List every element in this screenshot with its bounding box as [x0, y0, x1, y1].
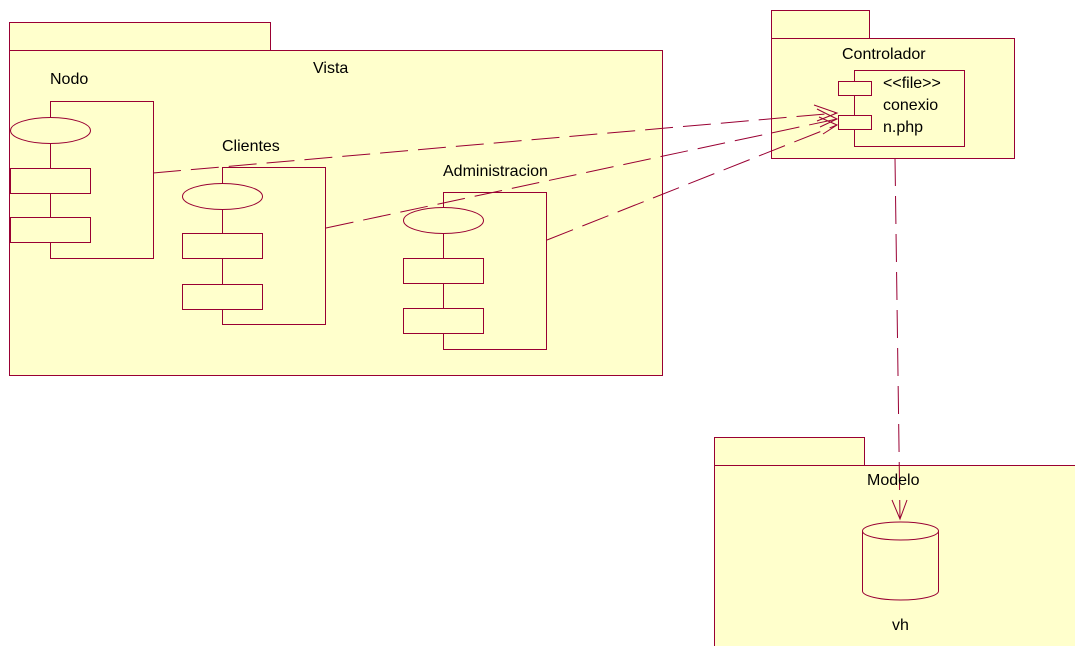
package-vista-tab	[9, 22, 271, 51]
component-clientes-port-2	[182, 284, 263, 310]
component-clientes-port-1	[182, 233, 263, 259]
component-administracion-ellipse	[403, 207, 484, 234]
dependency-administracion-conexion	[546, 124, 838, 241]
component-nodo-label: Nodo	[50, 71, 88, 88]
arrowhead-icon	[816, 108, 839, 128]
component-conexion-port-2	[838, 115, 872, 130]
component-conexion[interactable]	[838, 70, 965, 147]
component-clientes-ellipse	[182, 183, 263, 210]
component-administracion-label: Administracion	[443, 163, 548, 180]
component-clientes-label: Clientes	[222, 138, 280, 155]
component-conexion-name-line1: conexio	[883, 97, 938, 114]
component-administracion-port-1	[403, 258, 484, 284]
package-modelo-label: Modelo	[867, 472, 920, 489]
component-conexion-body	[854, 70, 965, 147]
arrowhead-icon	[891, 499, 908, 521]
database-vh-top	[862, 521, 939, 541]
package-modelo-tab	[714, 437, 865, 466]
dependency-controlador-modelo	[894, 157, 901, 520]
component-nodo-port-1	[10, 168, 91, 194]
package-vista-label: Vista	[313, 60, 348, 77]
package-controlador-label: Controlador	[842, 46, 926, 63]
component-nodo-port-2	[10, 217, 91, 243]
database-vh-body	[862, 531, 939, 601]
arrowhead-icon	[813, 104, 839, 122]
component-conexion-stereotype: <<file>>	[883, 75, 941, 92]
component-conexion-port-1	[838, 81, 872, 96]
component-clientes[interactable]	[182, 167, 326, 325]
component-conexion-name-line2: n.php	[883, 119, 923, 136]
database-vh[interactable]	[862, 521, 939, 601]
component-administracion-port-2	[403, 308, 484, 334]
component-nodo[interactable]	[10, 101, 154, 259]
package-controlador-tab	[771, 10, 870, 39]
dependency-nodo-conexion	[152, 112, 838, 174]
database-vh-label: vh	[892, 617, 909, 634]
component-nodo-ellipse	[10, 117, 91, 144]
component-administracion[interactable]	[403, 192, 547, 350]
arrowhead-icon	[818, 116, 839, 135]
dependency-clientes-conexion	[325, 118, 838, 229]
